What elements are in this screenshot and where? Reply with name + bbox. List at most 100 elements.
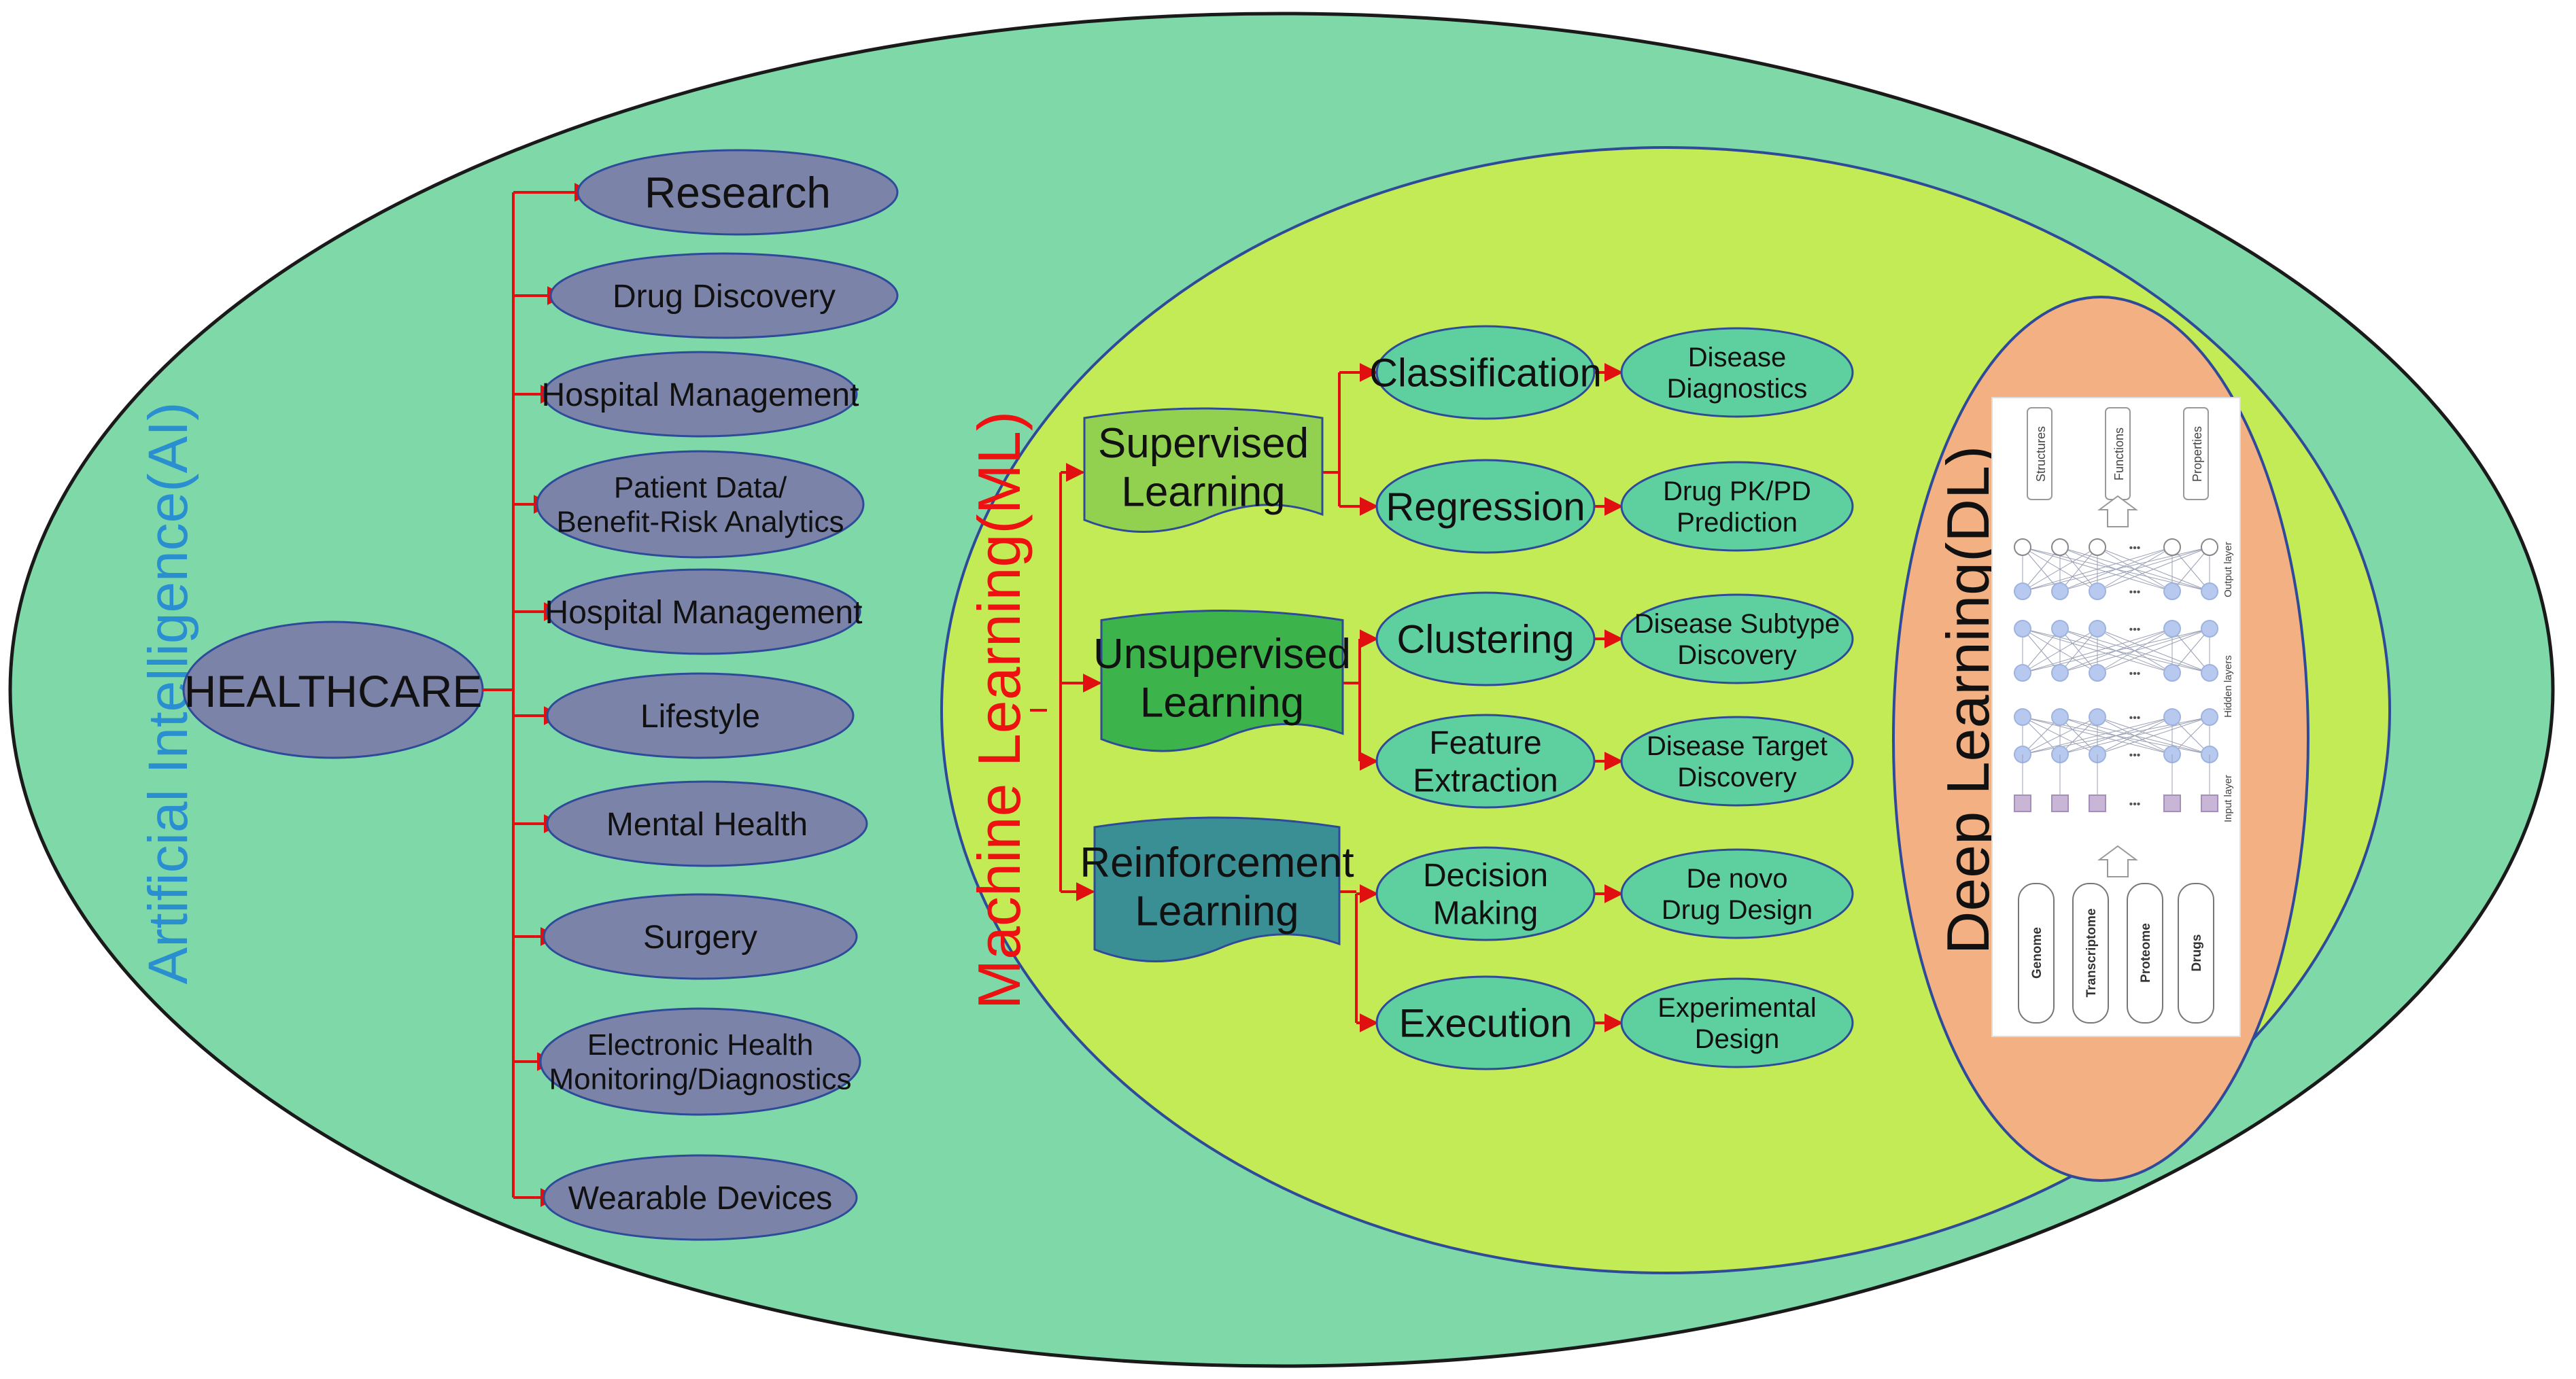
application-label-line: Hospital Management — [545, 595, 863, 631]
application-label-line: Patient Data/ — [614, 471, 787, 504]
layer-label: Hidden layers — [2222, 655, 2234, 718]
network-ellipsis: ••• — [2129, 712, 2141, 724]
application-node: Hospital Management — [542, 351, 859, 438]
application-ellipse — [539, 1007, 861, 1116]
input-box — [2072, 883, 2109, 1024]
input-arrow-icon — [2097, 845, 2139, 877]
category-label-line: Learning — [1121, 468, 1285, 515]
output-box — [2027, 407, 2053, 500]
outcome-ellipse — [1620, 461, 1854, 552]
network-edge — [2059, 628, 2098, 674]
outcome-label-line: Design — [1695, 1024, 1780, 1054]
method-ellipse — [1375, 591, 1596, 686]
input-box — [2127, 883, 2163, 1024]
application-ellipse — [546, 780, 868, 867]
network-edge — [2022, 716, 2173, 755]
ml-method: Classification — [1369, 325, 1602, 420]
network-node — [2201, 708, 2218, 726]
healthcare-node: HEALTHCARE — [182, 621, 484, 759]
application-ellipse — [543, 893, 858, 980]
method-label-line: Clustering — [1396, 617, 1574, 661]
category-label-line: Learning — [1140, 679, 1304, 726]
category-label-line: Learning — [1135, 888, 1299, 935]
application-ellipse — [536, 450, 865, 559]
application-label-line: Research — [645, 168, 831, 217]
network-ellipsis: ••• — [2129, 799, 2141, 810]
outcome-label-line: Drug PK/PD — [1663, 476, 1811, 506]
ml-connectors — [1030, 363, 1624, 1032]
network-edge — [2022, 546, 2061, 592]
method-ellipse — [1375, 459, 1596, 554]
application-node: Lifestyle — [546, 672, 855, 759]
application-label: Hospital Management — [542, 377, 859, 413]
outcome-label-line: Disease Target — [1647, 731, 1827, 761]
application-label-line: Hospital Management — [542, 377, 859, 413]
application-label-line: Lifestyle — [640, 699, 760, 735]
outcome-ellipse — [1620, 716, 1854, 807]
network-edge — [2097, 716, 2210, 755]
outcome-label-line: Discovery — [1677, 763, 1797, 792]
application-label-line: Mental Health — [606, 807, 808, 843]
network-node — [2163, 538, 2181, 556]
output-arrow-icon — [2097, 495, 2139, 527]
input-box — [2178, 883, 2214, 1024]
outcome-label-line: Experimental — [1658, 993, 1816, 1023]
category-label-line: Unsupervised — [1093, 631, 1351, 678]
application-ellipse — [577, 149, 899, 236]
method-label-line: Execution — [1399, 1001, 1573, 1045]
application-node: Patient Data/Benefit-Risk Analytics — [536, 450, 865, 559]
layer-label: Output layer — [2222, 542, 2234, 597]
input-label: Proteome — [2139, 923, 2153, 983]
method-label-line: Classification — [1369, 351, 1602, 395]
network-node — [2014, 708, 2031, 726]
category-banner — [1100, 610, 1344, 752]
ml-label: Machine Learning(ML) — [965, 411, 1033, 1009]
category-banner — [1083, 407, 1324, 533]
method-label-line: Making — [1433, 895, 1539, 931]
network-node — [2089, 664, 2106, 682]
input-node — [2014, 795, 2031, 812]
ml-method: Execution — [1375, 975, 1596, 1070]
input-node — [2089, 795, 2106, 812]
method-ellipse — [1375, 975, 1596, 1070]
output-label: Structures — [2034, 426, 2048, 482]
network-node — [2163, 582, 2181, 600]
input-node — [2163, 795, 2181, 812]
application-label-line: Drug Discovery — [613, 279, 836, 315]
method-label: Regression — [1386, 485, 1585, 529]
outcome-label-line: Drug Design — [1662, 895, 1813, 925]
network-node — [2201, 620, 2218, 638]
network-edge — [2022, 546, 2098, 592]
method-label-line: Extraction — [1413, 763, 1558, 799]
network-node — [2051, 582, 2069, 600]
network-node — [2089, 708, 2106, 726]
network-edge — [2022, 628, 2173, 674]
network-node — [2051, 538, 2069, 556]
method-ellipse — [1375, 846, 1596, 941]
outcome-ellipse — [1620, 977, 1854, 1068]
application-label-line: Benefit-Risk Analytics — [556, 506, 844, 539]
network-node — [2089, 582, 2106, 600]
application-node: Wearable Devices — [543, 1154, 858, 1241]
application-label: Hospital Management — [545, 595, 863, 631]
outcome-label-line: Diagnostics — [1667, 374, 1808, 404]
network-node — [2014, 620, 2031, 638]
output-label: Functions — [2112, 427, 2126, 481]
